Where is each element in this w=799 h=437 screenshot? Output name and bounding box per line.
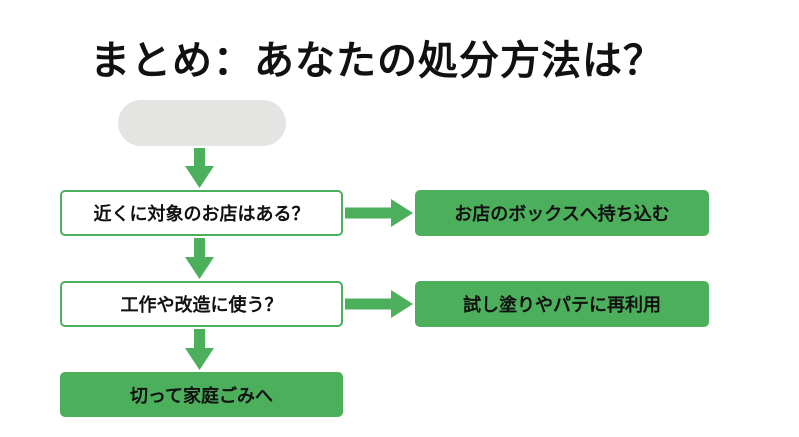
question-node-craft-use: 工作や改造に使う？ — [60, 281, 343, 327]
arrow-down-start-to-q1 — [185, 148, 214, 188]
arrow-down-q2-to-end — [185, 329, 214, 370]
page-title: まとめ：あなたの処分方法は？ — [90, 38, 664, 84]
arrow-right-q1-to-a1 — [345, 199, 413, 227]
arrow-down-q1-to-q2 — [185, 238, 214, 279]
arrow-right-q2-to-a2 — [345, 290, 413, 318]
answer-node-reuse: 試し塗りやパテに再利用 — [415, 281, 709, 327]
answer-node-store-box: お店のボックスへ持ち込む — [415, 190, 709, 236]
end-node-household-trash: 切って家庭ごみへ — [60, 372, 343, 417]
question-node-nearby-store: 近くに対象のお店はある？ — [60, 190, 343, 236]
start-node — [118, 100, 286, 146]
